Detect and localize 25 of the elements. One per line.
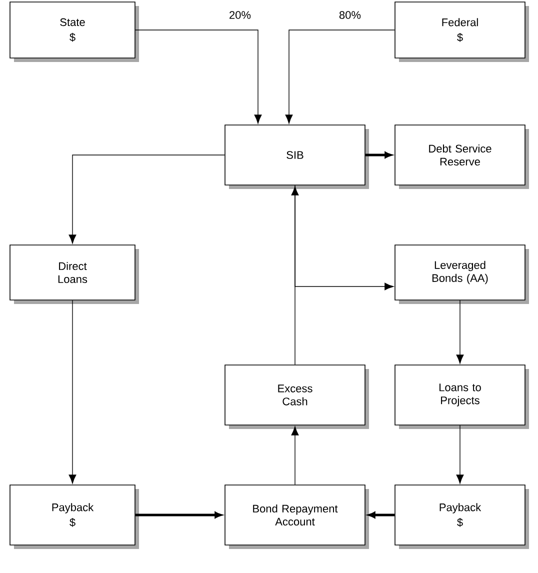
process-box: Direct Loans (10, 244, 139, 304)
arrow (135, 512, 222, 518)
process-box: Payback $ (10, 484, 139, 549)
edge-label: 80% (339, 11, 361, 19)
arrow (68, 300, 76, 484)
arrow (456, 425, 464, 484)
process-box: Payback $ (394, 484, 529, 549)
arrow (365, 152, 392, 158)
process-box: State $ (10, 2, 139, 62)
edge-label: 20% (230, 11, 251, 19)
arrow (368, 512, 395, 518)
arrow (294, 185, 394, 290)
process-box: Leveraged Bonds (AA) (394, 244, 529, 304)
arrow (456, 300, 464, 364)
process-box: Bond Repayment Account (224, 484, 369, 549)
arrow (291, 186, 299, 365)
process-box: Excess Cash (224, 364, 369, 429)
arrow (68, 154, 225, 244)
process-box: Federal $ (394, 2, 529, 62)
process-box: SIB (224, 124, 369, 189)
arrow (291, 426, 299, 485)
arrow (285, 30, 395, 124)
process-box: Debt Service Reserve (394, 124, 529, 189)
process-box: Loans to Projects (394, 364, 529, 429)
arrow (135, 30, 262, 124)
